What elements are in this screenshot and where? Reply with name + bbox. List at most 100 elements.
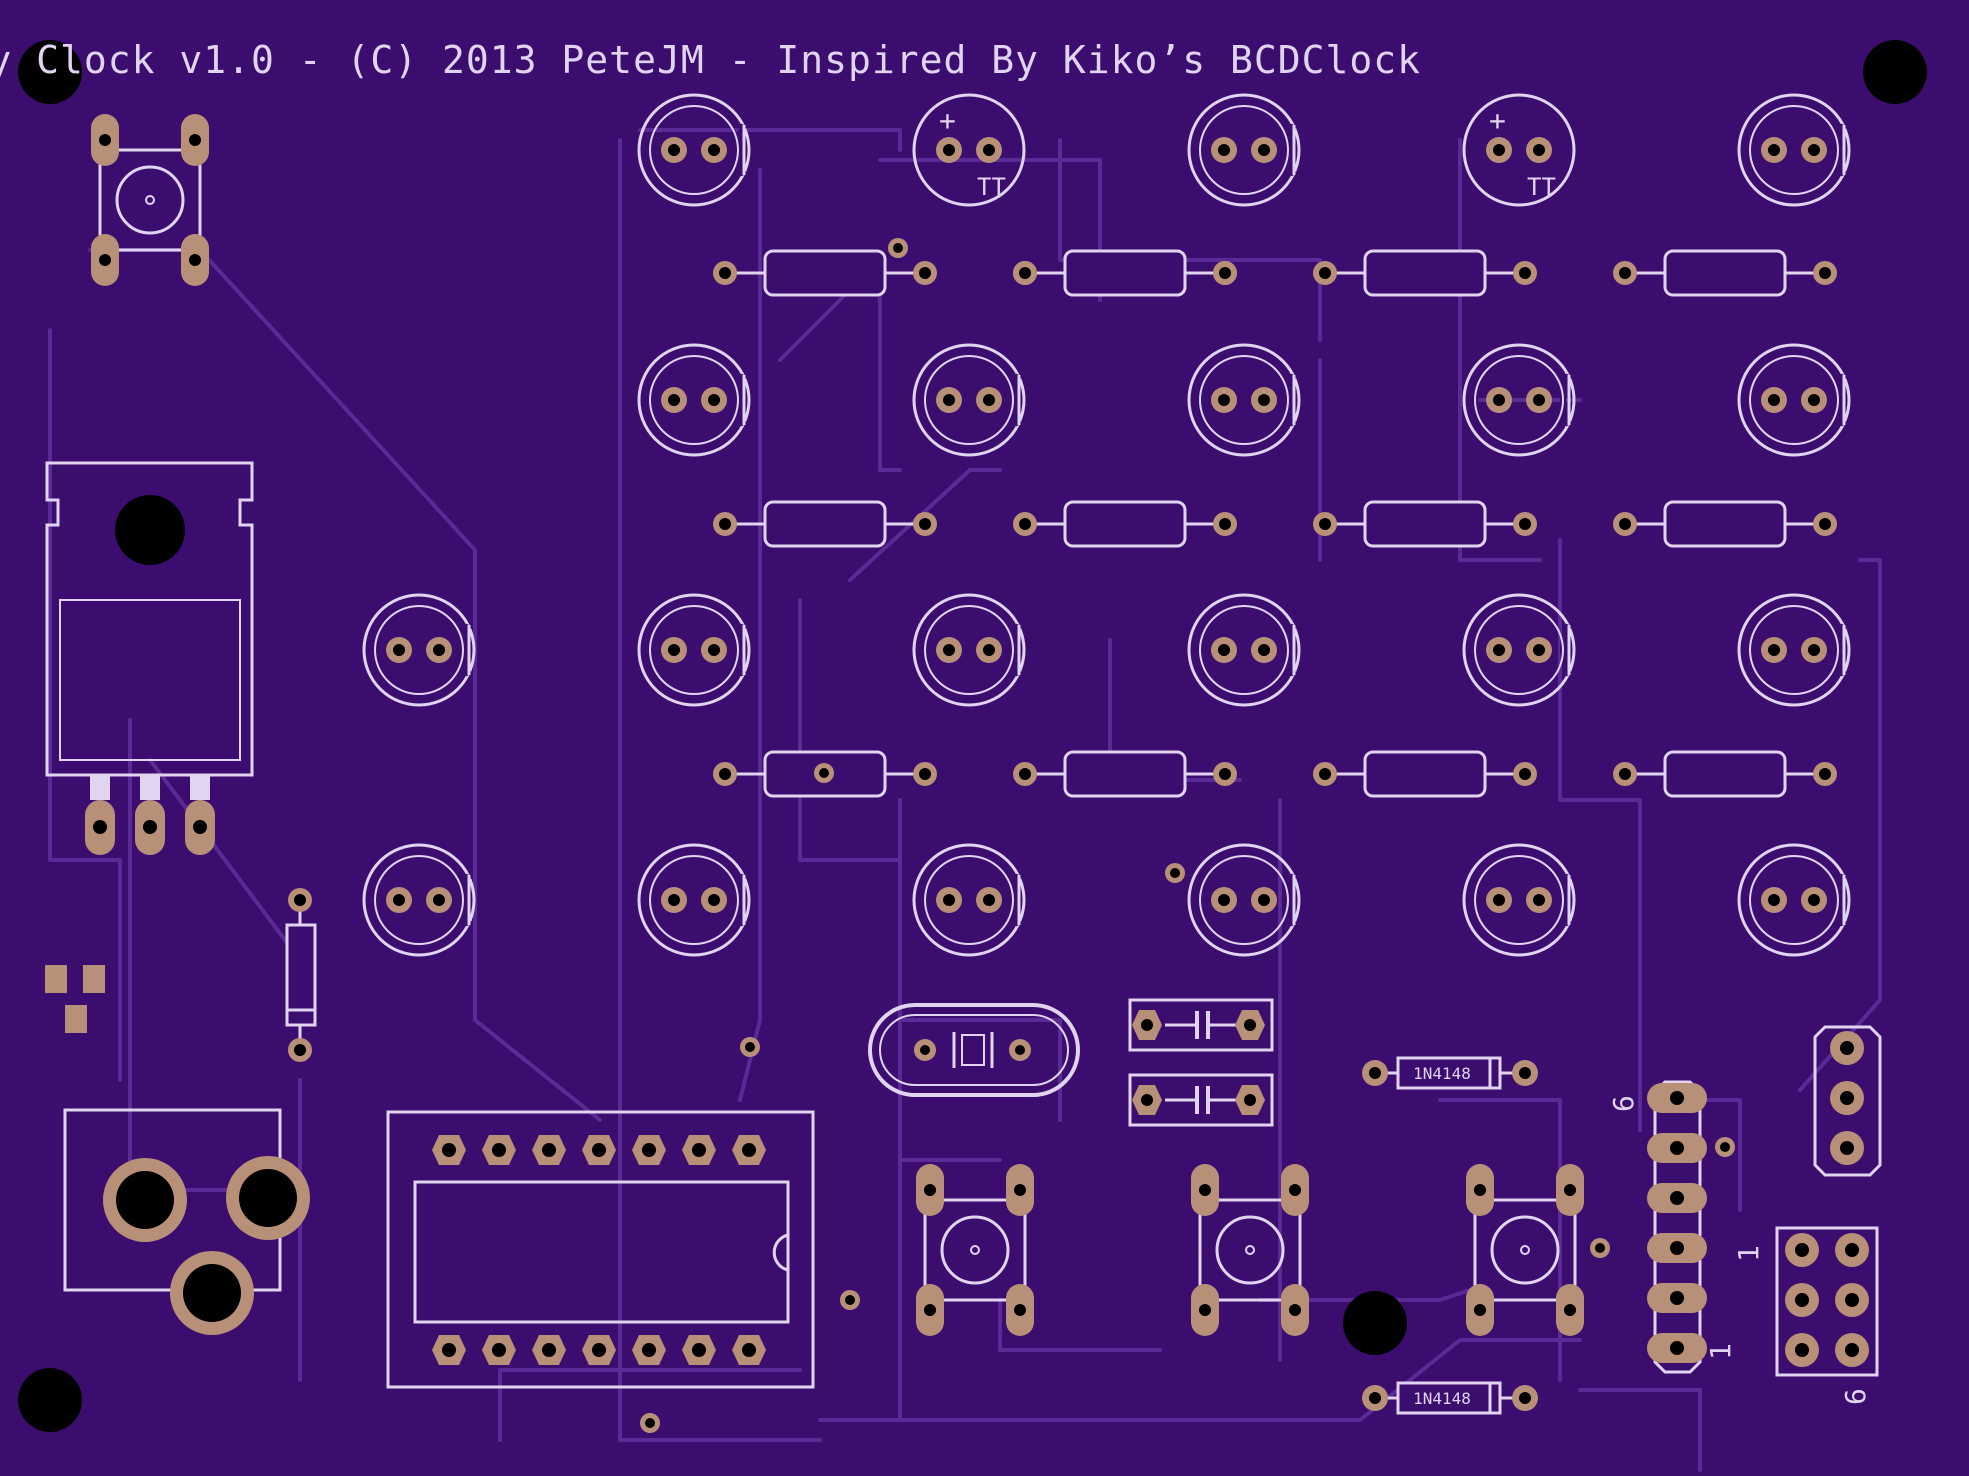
led-outline: [1737, 343, 1851, 457]
crystal-drill-2: [1015, 1045, 1025, 1055]
resistor-body: [1363, 750, 1487, 798]
resistor-r1-c1: [713, 249, 937, 297]
smd-pad-2: [83, 965, 105, 993]
led-inner-ring: [1749, 105, 1839, 195]
led-r3-c0: [362, 593, 476, 707]
resistor-drill-1: [719, 267, 731, 279]
isp-header-label-1: 1: [1732, 1245, 1765, 1262]
resistor-body: [763, 249, 887, 297]
resistor-drill-2: [919, 267, 931, 279]
led-outline: [1737, 93, 1851, 207]
led-drill-2: [1258, 144, 1270, 156]
led-inner-ring: [1749, 855, 1839, 945]
resistor-body: [1663, 750, 1787, 798]
resistor-drill-2: [1519, 518, 1531, 530]
led-outline: [637, 93, 751, 207]
diode-drill-1: [1369, 1392, 1381, 1404]
led-drill-2: [1808, 144, 1820, 156]
switch-button: [940, 1215, 1010, 1285]
led-drill-1: [1493, 894, 1505, 906]
led-drill-1: [943, 644, 955, 656]
led-outline: [1187, 593, 1301, 707]
led-drill-1: [1493, 644, 1505, 656]
ic-pin-drill-bottom-2: [492, 1343, 506, 1357]
header-6pin-drill-2: [1670, 1141, 1684, 1155]
resistor-drill-1: [1619, 768, 1631, 780]
resistor-r2-c2: [1013, 500, 1237, 548]
led-inner-ring: [924, 855, 1014, 945]
led-drill-1: [668, 144, 680, 156]
trace-11: [898, 798, 1002, 1162]
led-inner-ring: [649, 605, 739, 695]
led-outline: [912, 343, 1026, 457]
vertical-diode: [285, 888, 317, 1062]
resistor-drill-1: [1619, 518, 1631, 530]
led-outline: [1737, 593, 1851, 707]
led-drill-1: [1493, 394, 1505, 406]
isp-header-drill-2-2: [1845, 1293, 1859, 1307]
trace-24: [1578, 1388, 1702, 1472]
switch-drill-2: [1014, 1184, 1026, 1196]
switch-drill-3: [99, 254, 111, 266]
capacitor-1: [1128, 998, 1274, 1052]
diode-body: [285, 923, 317, 1027]
led-r4-c3: [1187, 843, 1301, 957]
trace-9: [848, 468, 1002, 582]
trace-1: [48, 328, 122, 1082]
ic-notch: [772, 1233, 789, 1272]
led-outline: [1187, 843, 1301, 957]
header-3pin-drill-2: [1840, 1091, 1854, 1105]
resistor-drill-2: [1519, 768, 1531, 780]
resistor-body: [1363, 500, 1487, 548]
isp-header: [1775, 1226, 1879, 1377]
led-drill-1: [1768, 394, 1780, 406]
diode-drill-2: [1519, 1067, 1531, 1079]
regulator-drill-1: [93, 820, 107, 834]
resistor-drill-1: [719, 518, 731, 530]
board-title: Binary Clock v1.0 - (C) 2013 PeteJM - In…: [0, 38, 1421, 82]
diode-body: [1396, 1056, 1502, 1090]
switch-button: [1215, 1215, 1285, 1285]
switch-center: [970, 1245, 980, 1255]
ic-pin-drill-top-7: [742, 1143, 756, 1157]
led-outline: [1462, 843, 1576, 957]
via-drill-5: [845, 1295, 855, 1305]
via-drill-6: [1720, 1142, 1730, 1152]
crystal-oscillator: [868, 1003, 1080, 1097]
ic-pin-drill-top-1: [442, 1143, 456, 1157]
via-drill-2: [819, 768, 829, 778]
header-6pin-labels: 6 1: [1607, 1095, 1737, 1360]
led-drill-1: [1768, 894, 1780, 906]
switch-drill-4: [189, 254, 201, 266]
led-r2-c5: [1737, 343, 1851, 457]
mounting-hole-4: [1343, 1291, 1407, 1355]
cap-drill-pad-1: [1141, 1094, 1153, 1106]
led-outline: [912, 843, 1026, 957]
led-outline: [912, 93, 1026, 207]
led-r3-c1: [637, 593, 751, 707]
dc-power-jack: [63, 1108, 310, 1335]
led-polarity-mark: +: [1489, 104, 1506, 137]
resistor-r2-c1: [713, 500, 937, 548]
switch-drill-1: [1474, 1184, 1486, 1196]
resistor-body: [1063, 500, 1187, 548]
resistor-drill-2: [1219, 518, 1231, 530]
ic-pin-drill-bottom-4: [592, 1343, 606, 1357]
switch-drill-3: [1474, 1304, 1486, 1316]
resistor-r3-c2: [1013, 750, 1237, 798]
led-outline: [362, 843, 476, 957]
ic-pin-drill-top-2: [492, 1143, 506, 1157]
resistor-r2-c4: [1613, 500, 1837, 548]
led-drill-2: [708, 894, 720, 906]
isp-header-label-6: 6: [1839, 1388, 1872, 1405]
jack-drill-3: [183, 1264, 241, 1322]
isp-header-drill-1-2: [1845, 1243, 1859, 1257]
diode-1n4148-1: 1N4148: [1362, 1056, 1538, 1090]
led-drill-1: [1218, 394, 1230, 406]
led-drill-2: [983, 894, 995, 906]
cap-drill-pad-1: [1141, 1019, 1153, 1031]
led-r2-c4: [1462, 343, 1576, 457]
